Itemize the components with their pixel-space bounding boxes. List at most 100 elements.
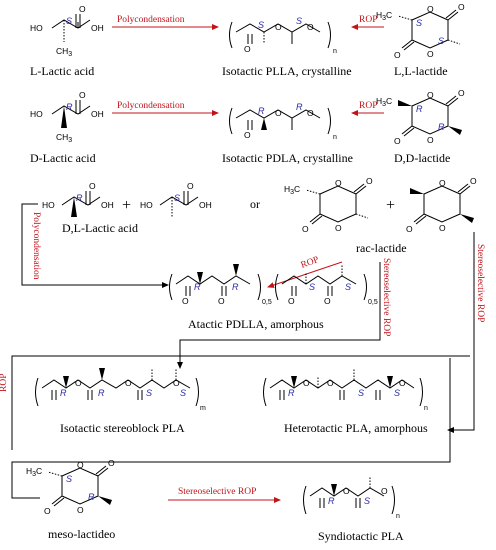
atactic-pdlla-caption: Atactic PDLLA, amorphous	[188, 317, 324, 331]
pdla-ester-o: O	[275, 108, 282, 118]
plla-n-subscript: n	[333, 48, 337, 55]
stereoblock-s-2: S	[180, 388, 186, 398]
pdlla-structure: R R O O 0,5 S S O O 0,5	[169, 264, 378, 306]
l-lactic-acid-caption: L-Lactic acid	[30, 64, 94, 78]
meso-stereo-r: R	[88, 492, 95, 502]
pdlla-ratio-1: 0,5	[262, 299, 272, 306]
rop-label-vertical: ROP	[0, 374, 9, 392]
stereoblock-s-1: S	[146, 388, 152, 398]
pdlla-stereo-s-2: S	[345, 282, 351, 292]
pdlla-o-1: O	[182, 296, 189, 306]
d-oh-atom: OH	[91, 109, 104, 119]
meso-stereo-s: S	[66, 474, 72, 484]
rac-rr-o-left: O	[406, 224, 413, 234]
d-lactic-acid-structure: HO O OH CH3 R	[30, 90, 104, 144]
d-carbonyl-o-atom: O	[79, 90, 86, 100]
dl-lactic-acid-r-structure: HO O OH R	[42, 181, 114, 217]
plla-stereo-s-2: S	[296, 16, 302, 26]
rac-ss-o-left: O	[302, 224, 309, 234]
dl-r-stereo-label: R	[76, 193, 83, 203]
isotactic-stereoblock-caption: Isotactic stereoblock PLA	[60, 421, 185, 435]
rop-label-1: ROP	[359, 15, 377, 25]
hetero-s-label-2: S	[394, 388, 400, 398]
stereoblock-r-1: R	[60, 388, 67, 398]
syndio-s-label: S	[364, 496, 370, 506]
dd-lactide-o-bottom: O	[427, 135, 434, 145]
hetero-o-3: O	[399, 378, 406, 388]
rac-rr-o-bottom: O	[439, 223, 446, 233]
hetero-o-2: O	[327, 378, 334, 388]
plla-carbonyl-o: O	[244, 44, 251, 54]
ll-lactide-o-left: O	[394, 50, 401, 60]
ll-lactide-h3c: H3C	[376, 10, 392, 22]
pdla-carbonyl-o: O	[244, 130, 251, 140]
pdla-n-subscript: n	[333, 134, 337, 141]
stereoselective-label-middle: Stereoselective ROP	[381, 258, 391, 336]
dd-lactide-o-right: O	[458, 88, 465, 98]
stereoblock-o-2: O	[125, 378, 132, 388]
dl-s-carbonyl-o: O	[187, 181, 194, 191]
stereoselective-connector-right	[447, 232, 475, 433]
pdlla-stereo-r-2: R	[232, 282, 239, 292]
rac-rr-o-top: O	[439, 178, 446, 188]
rac-rr-o-right: O	[470, 176, 477, 186]
pdla-ester-o-2: O	[307, 108, 314, 118]
dd-lactide-stereo-r-2: R	[438, 122, 445, 132]
stereoblock-r-2: R	[98, 388, 105, 398]
heterotactic-structure: R S S O O O n	[263, 368, 428, 412]
syndio-n-subscript: n	[396, 513, 400, 520]
polycondensation-label-vertical: Polycondensation	[31, 212, 41, 280]
plla-structure: O O O S S n	[229, 16, 337, 55]
syndiotactic-caption: Syndiotactic PLA	[318, 529, 404, 543]
rac-lactide-ss-structure: O O O O H3C	[284, 176, 373, 234]
dl-r-carbonyl-o: O	[89, 181, 96, 191]
pdla-stereo-r-1: R	[258, 106, 265, 116]
polycondensation-label-1: Polycondensation	[117, 15, 185, 25]
dd-lactide-stereo-r-1: R	[416, 104, 423, 114]
polycondensation-label-2: Polycondensation	[117, 101, 185, 111]
l-lactic-acid-structure: HO O OH CH3 S	[30, 4, 104, 58]
rac-lactide-rr-structure: O O O O	[406, 176, 477, 234]
rop-connector-box	[11, 358, 451, 499]
ll-lactide-o-top: O	[427, 4, 434, 14]
isotactic-plla-caption: Isotactic PLLA, crystalline	[222, 64, 352, 78]
meso-lactide-caption: meso-lactideo	[48, 527, 115, 541]
dd-lactide-o-top: O	[427, 90, 434, 100]
dl-r-ho-atom: HO	[42, 200, 55, 210]
dl-s-stereo-label: S	[174, 193, 180, 203]
plla-stereo-s-1: S	[258, 20, 264, 30]
heterotactic-caption: Heterotactic PLA, amorphous	[284, 421, 428, 435]
stereoselective-label-bottom: Stereoselective ROP	[178, 487, 256, 497]
stereoselective-connector-middle	[177, 262, 381, 369]
dd-lactide-o-left: O	[394, 136, 401, 146]
rop-label-2: ROP	[359, 101, 377, 111]
d-lactic-acid-caption: D-Lactic acid	[30, 151, 96, 165]
meso-o-right: O	[108, 458, 115, 468]
pdlla-stereo-s-1: S	[309, 282, 315, 292]
stereoblock-o-3: O	[173, 378, 180, 388]
dl-r-oh-atom: OH	[101, 200, 114, 210]
pdlla-ratio-2: 0,5	[368, 299, 378, 306]
d-stereo-r-label: R	[66, 102, 73, 112]
dd-lactide-structure: O O O O H3C R R	[376, 88, 465, 146]
stereoblock-o-1: O	[75, 378, 82, 388]
stereoblock-structure: R R S S O O O m	[35, 368, 206, 412]
dl-lactic-acid-s-structure: HO O OH S	[140, 181, 212, 217]
or-connector: or	[250, 197, 260, 211]
pdlla-stereo-r-1: R	[194, 282, 201, 292]
dl-s-oh-atom: OH	[199, 200, 212, 210]
carbonyl-o-atom: O	[79, 4, 86, 14]
pdla-stereo-r-2: R	[296, 102, 303, 112]
ll-lactide-o-right: O	[458, 2, 465, 12]
syndio-r-label: R	[328, 496, 335, 506]
rac-ss-o-right: O	[366, 176, 373, 186]
dl-lactic-acid-caption: D,L-Lactic acid	[62, 221, 138, 235]
rac-ss-h3c: H3C	[284, 184, 300, 196]
rop-label-rac: ROP	[300, 255, 321, 271]
pdlla-o-2: O	[218, 296, 225, 306]
plus-sign-1: +	[122, 197, 131, 214]
oh-atom: OH	[91, 23, 104, 33]
ll-lactide-stereo-s-1: S	[416, 18, 422, 28]
